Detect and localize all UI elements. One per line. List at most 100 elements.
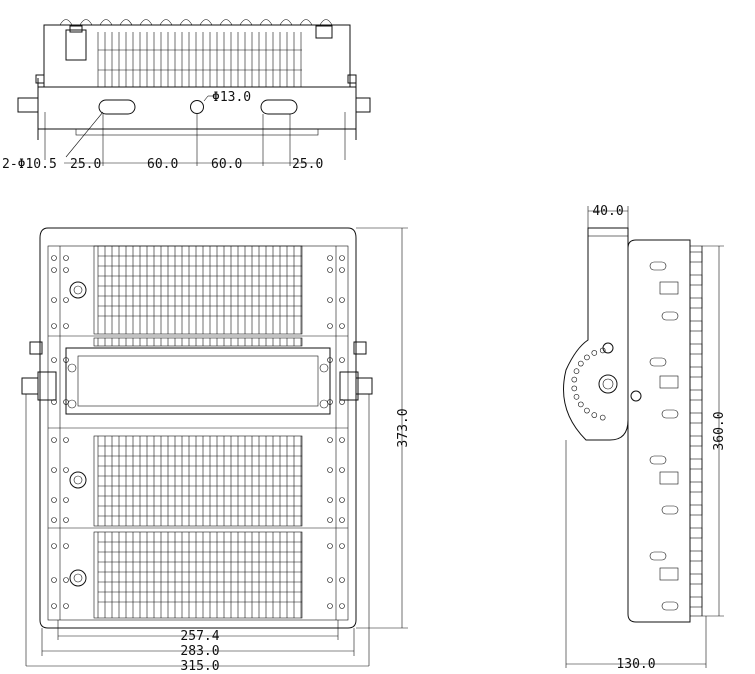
top-dim-4: 25.0: [292, 157, 323, 172]
adjust-hole: [591, 412, 598, 418]
side-window: [659, 471, 679, 485]
driver-screw: [67, 399, 77, 409]
side-slot: [661, 311, 679, 321]
top-bolt: [239, 19, 253, 26]
screw: [63, 437, 69, 443]
front-width-inner-label: 257.4: [180, 629, 219, 644]
top-bolt: [219, 19, 233, 26]
top-dim-1: 25.0: [70, 157, 101, 172]
top-bolt: [79, 19, 93, 26]
top-bolt: [319, 19, 333, 26]
side-slot: [661, 601, 679, 611]
screw: [339, 543, 345, 549]
screw: [327, 497, 333, 503]
side-window: [659, 567, 679, 581]
screw: [63, 297, 69, 303]
side-led-tab: [689, 343, 703, 355]
top-bolt: [99, 19, 113, 26]
screw: [51, 399, 57, 405]
screw: [327, 255, 333, 261]
side-slot: [661, 409, 679, 419]
screw: [51, 323, 57, 329]
screw: [339, 603, 345, 609]
side-led-tab: [689, 458, 703, 470]
front-height-label: 373.0: [396, 408, 411, 447]
side-view-adjust-holes: [571, 347, 606, 421]
adjust-hole: [599, 414, 606, 421]
screw: [339, 517, 345, 523]
top-view-bolts: [59, 19, 333, 26]
side-window: [659, 281, 679, 295]
side-slot: [649, 551, 667, 561]
side-led-tab: [689, 320, 703, 332]
front-width-mid-label: 283.0: [180, 644, 219, 659]
top-bolt: [59, 19, 73, 26]
top-bolt: [179, 19, 193, 26]
adjust-hole: [573, 368, 580, 375]
front-view-screws: [51, 255, 345, 609]
top-bolt: [259, 19, 273, 26]
front-width-outer-label: 315.0: [180, 659, 219, 674]
top-view: Φ13.0 2-Φ10.5 25.0 60.0 60.0 25.0: [2, 19, 371, 172]
screw: [339, 467, 345, 473]
side-window: [659, 375, 679, 389]
side-led-tab: [689, 412, 703, 424]
screw: [51, 543, 57, 549]
top-bolt: [279, 19, 293, 26]
side-led-tab: [689, 573, 703, 585]
screw: [63, 255, 69, 261]
gland: [69, 281, 87, 299]
driver-screw: [67, 363, 77, 373]
screw: [63, 577, 69, 583]
screw: [51, 255, 57, 261]
screw: [327, 297, 333, 303]
side-slot: [661, 505, 679, 515]
side-bracket-label: 40.0: [592, 204, 623, 219]
top-bolt: [119, 19, 133, 26]
adjust-hole: [571, 376, 578, 383]
side-depth-label: 130.0: [616, 657, 655, 672]
top-bolt: [139, 19, 153, 26]
screw: [51, 267, 57, 273]
side-slot: [649, 357, 667, 367]
screw: [327, 437, 333, 443]
screw: [51, 497, 57, 503]
screw: [339, 357, 345, 363]
top-view-fins: [97, 32, 302, 87]
screw: [63, 357, 69, 363]
fin-block: [93, 337, 303, 347]
driver-screw: [319, 363, 329, 373]
front-view-fins: [93, 245, 303, 619]
side-led-tab: [689, 550, 703, 562]
adjust-hole: [571, 385, 578, 392]
side-height-label: 360.0: [712, 411, 727, 450]
gland-core: [73, 285, 83, 295]
screw: [51, 437, 57, 443]
screw: [339, 267, 345, 273]
screw: [327, 357, 333, 363]
gland: [69, 471, 87, 489]
screw: [63, 517, 69, 523]
screw: [339, 497, 345, 503]
side-led-tab: [689, 435, 703, 447]
gland-core: [73, 573, 83, 583]
driver-screw: [319, 399, 329, 409]
side-led-tab: [689, 481, 703, 493]
screw: [339, 577, 345, 583]
front-view: 373.0 257.4 283.0 315.0: [21, 227, 411, 674]
adjust-hole: [577, 401, 584, 408]
side-led-tab: [689, 251, 703, 263]
adjust-hole: [577, 360, 584, 367]
side-led-tab: [689, 389, 703, 401]
screw: [327, 543, 333, 549]
top-bolt: [199, 19, 213, 26]
side-slot: [649, 455, 667, 465]
screw: [63, 467, 69, 473]
screw: [51, 577, 57, 583]
gland: [69, 569, 87, 587]
screw: [339, 437, 345, 443]
gland-core: [73, 475, 83, 485]
screw: [327, 517, 333, 523]
side-led-tab: [689, 274, 703, 286]
